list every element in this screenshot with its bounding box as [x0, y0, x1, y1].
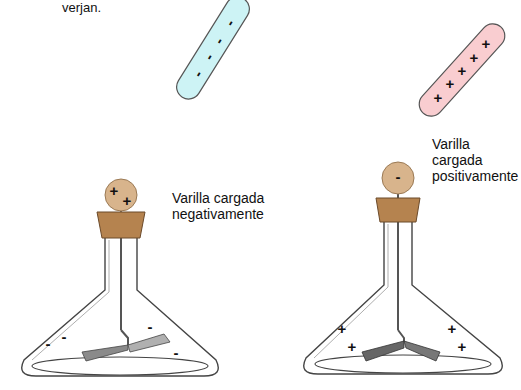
charge-sign: + [110, 183, 119, 198]
charge-sign: + [434, 90, 443, 105]
charge-sign: - [46, 336, 51, 351]
negative-rod [172, 0, 254, 104]
positive-rod [414, 19, 509, 121]
charge-sign: + [123, 193, 132, 208]
right-electroscope [304, 162, 503, 374]
charge-sign: - [148, 319, 153, 334]
top-note: verjan. [62, 1, 142, 16]
charge-sign: - [174, 345, 179, 360]
charge-sign: + [458, 339, 467, 354]
charge-sign: + [458, 63, 467, 78]
charge-sign: + [348, 339, 357, 354]
charge-sign: - [396, 169, 401, 184]
rod-caption: Varilla cargada positivamente [432, 136, 520, 184]
charge-sign: + [448, 321, 457, 336]
rod-caption: Varilla cargada negativamente [172, 190, 290, 222]
charge-sign: + [446, 76, 455, 91]
charge-sign: + [482, 36, 491, 51]
charge-sign: + [338, 321, 347, 336]
charge-sign: + [470, 50, 479, 65]
charge-sign: - [62, 329, 67, 344]
